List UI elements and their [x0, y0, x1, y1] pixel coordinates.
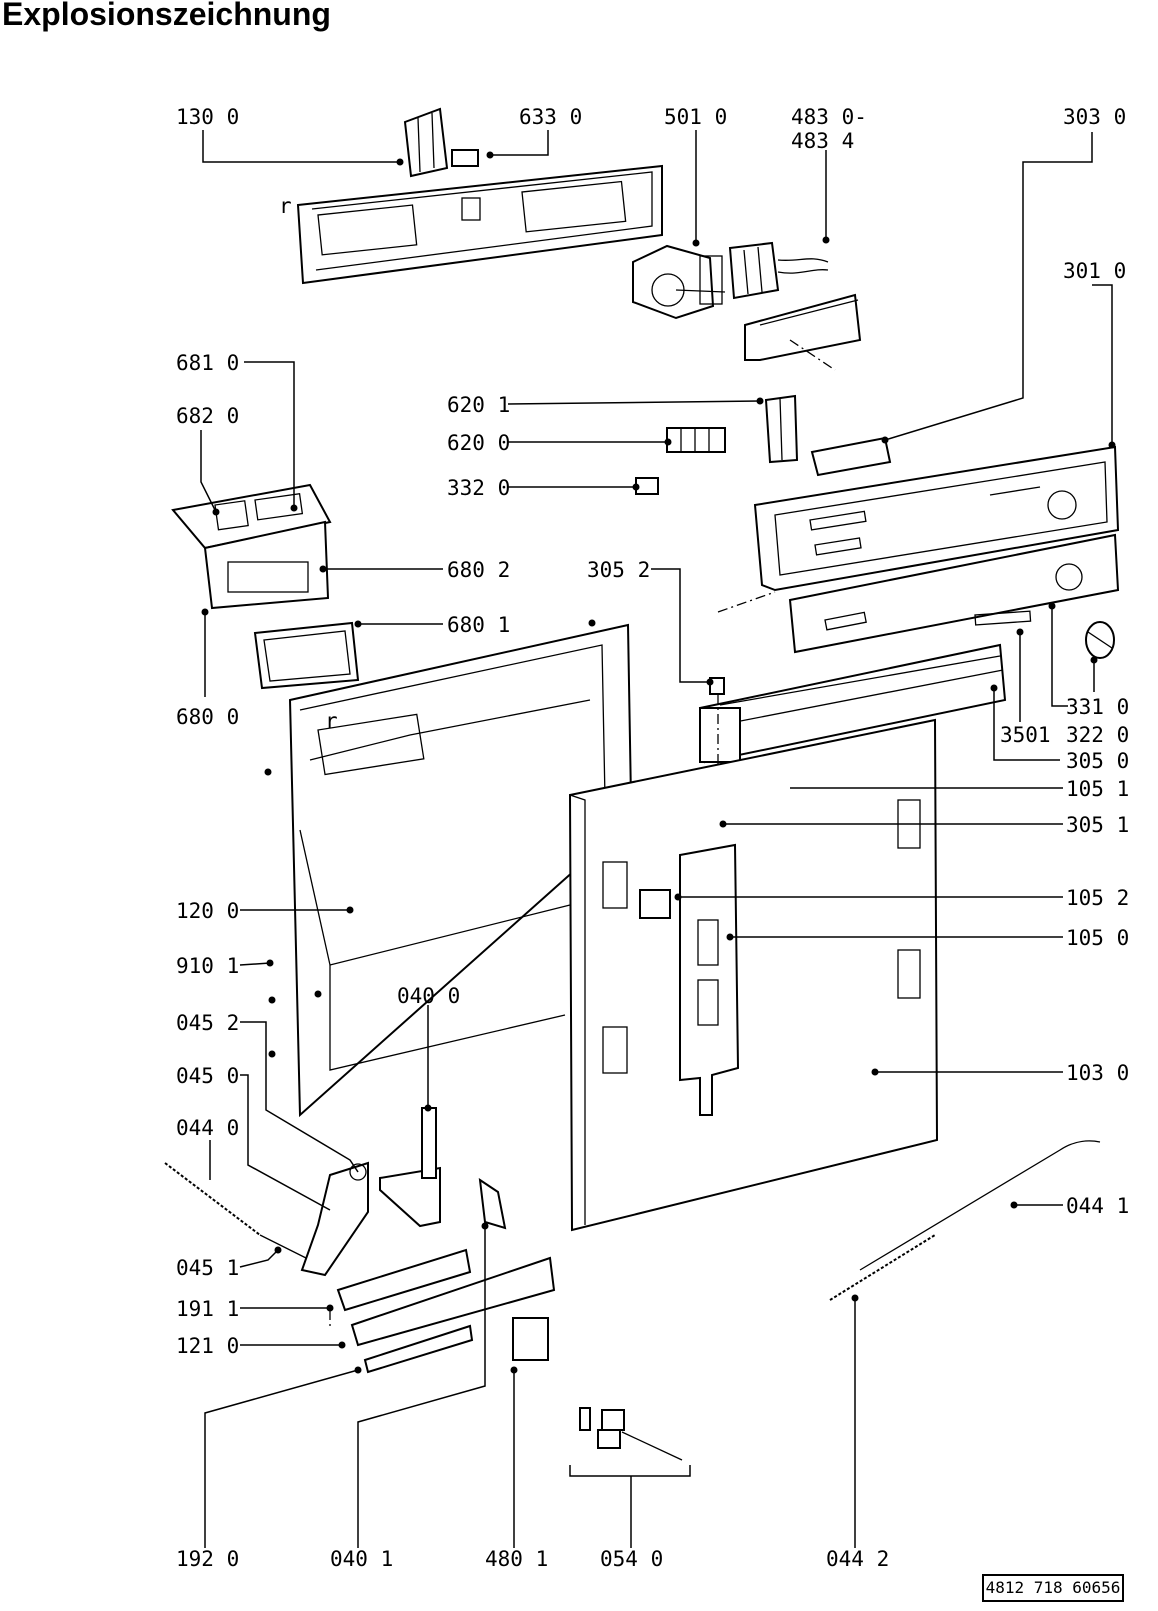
mounting-bracket [744, 293, 862, 371]
label-4801: 480 1 [485, 1547, 548, 1571]
switch-block-6200 [666, 427, 726, 453]
label-0442: 044 2 [826, 1547, 889, 1571]
connector-4830 [728, 241, 829, 300]
label-3052: 305 2 [587, 558, 650, 582]
page-title: Explosionszeichnung [2, 0, 331, 32]
holder-3030 [810, 436, 892, 477]
clamp-1052 [639, 889, 671, 919]
dispenser-6800 [171, 483, 332, 610]
label-3050: 305 0 [1066, 749, 1129, 773]
label-6200: 620 0 [447, 431, 510, 455]
label-6330: 633 0 [519, 105, 582, 129]
label-3030: 303 0 [1063, 105, 1126, 129]
label-1051: 105 1 [1066, 777, 1129, 801]
label-3010: 301 0 [1063, 259, 1126, 283]
label-4834: 483 4 [791, 129, 854, 153]
label-0451: 045 1 [176, 1256, 239, 1280]
switch-6201 [764, 394, 799, 464]
clip-6330 [451, 149, 479, 167]
hinge-0450 [300, 1161, 369, 1277]
label-3220: 322 0 [1066, 723, 1129, 747]
label-1052: 105 2 [1066, 886, 1129, 910]
spring-0440 [164, 1162, 311, 1261]
label-1050: 105 0 [1066, 926, 1129, 950]
pin-axis-upper [717, 591, 776, 613]
timer-motor-5010 [632, 244, 726, 320]
outer-door-1030 [568, 718, 939, 1232]
label-4830: 483 0- [791, 105, 867, 129]
label-1911: 191 1 [176, 1297, 239, 1321]
handle-3050 [698, 643, 1007, 764]
label-3310: 331 0 [1066, 695, 1129, 719]
spring-0441 [829, 1140, 1101, 1301]
label-6801: 680 1 [447, 613, 510, 637]
svg-text:r: r [325, 709, 338, 733]
leader-lines [200, 130, 1113, 1548]
label-1200: 120 0 [176, 899, 239, 923]
label-0400: 040 0 [397, 984, 460, 1008]
label-6800: 680 0 [176, 705, 239, 729]
label-1030: 103 0 [1066, 1061, 1129, 1085]
control-panel-frame: r [279, 164, 663, 285]
plate-4801 [512, 1317, 549, 1361]
bracket-0400 [379, 1107, 441, 1228]
svg-text:r: r [279, 194, 292, 218]
kit-0540 [579, 1407, 683, 1461]
label-0452: 045 2 [176, 1011, 239, 1035]
label-6201: 620 1 [447, 393, 510, 417]
label-6820: 682 0 [176, 404, 239, 428]
label-0401: 040 1 [330, 1547, 393, 1571]
facia-strip-3220 [788, 533, 1120, 654]
label-0450: 045 0 [176, 1064, 239, 1088]
label-3320: 332 0 [447, 476, 510, 500]
label-1920: 192 0 [176, 1547, 239, 1571]
control-facia-3010 [753, 445, 1120, 592]
label-6802: 680 2 [447, 558, 510, 582]
reinforcement-rail-1050 [679, 843, 740, 1116]
leader-dots [201, 151, 1116, 1374]
label-0441: 044 1 [1066, 1194, 1129, 1218]
label-5010: 501 0 [664, 105, 727, 129]
trim-0401 [478, 1177, 507, 1230]
seal-6801 [253, 621, 360, 690]
label-1300: 130 0 [176, 105, 239, 129]
label-3051: 305 1 [1066, 813, 1129, 837]
label-9101: 910 1 [176, 954, 239, 978]
knob-3310 [1085, 621, 1115, 659]
label-6810: 681 0 [176, 351, 239, 375]
label-0440: 044 0 [176, 1116, 239, 1140]
label-1210: 121 0 [176, 1334, 239, 1358]
part-labels: 130 0 633 0 501 0 483 0- 483 4 303 0 301… [176, 105, 1129, 1571]
label-0540: 054 0 [600, 1547, 663, 1571]
label-3501: 3501 [1000, 723, 1051, 747]
bracket-1300 [403, 107, 449, 178]
bottom-rails [329, 1248, 556, 1374]
document-number: 4812 718 60656 [985, 1578, 1121, 1597]
document-number-box: 4812 718 60656 [982, 1574, 1124, 1602]
